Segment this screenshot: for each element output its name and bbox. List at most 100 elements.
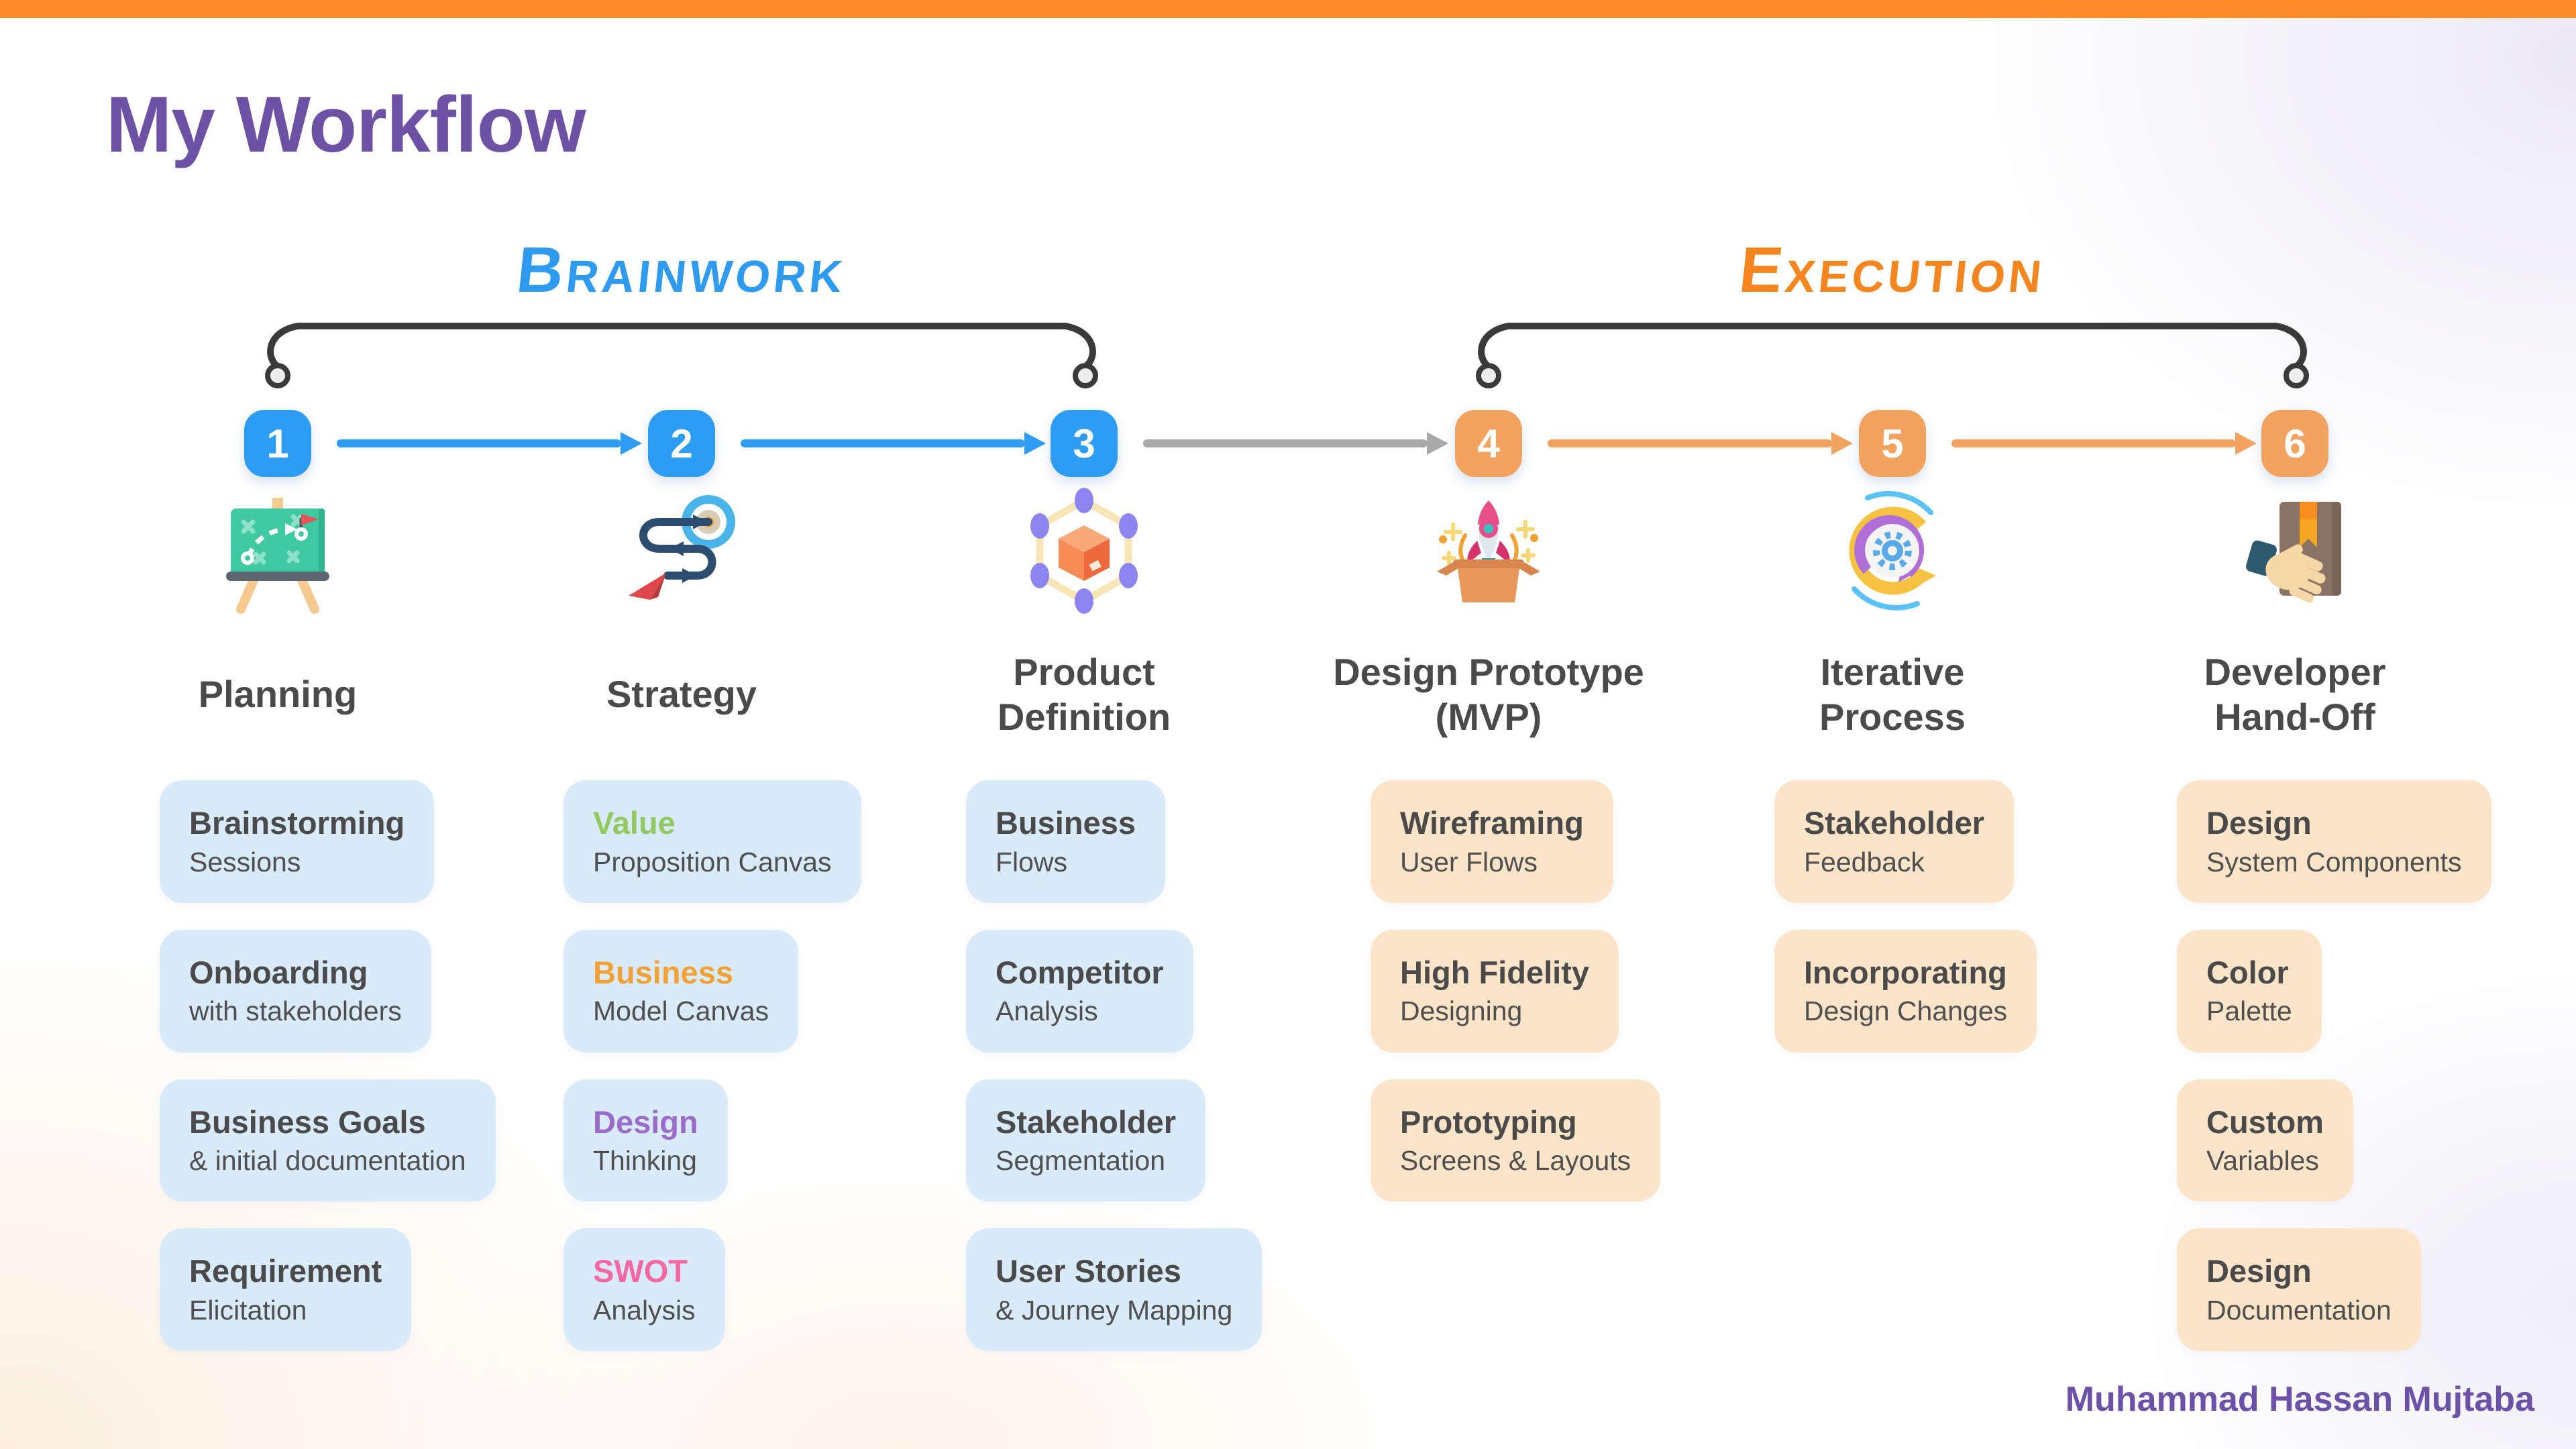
card-subtitle: Analysis bbox=[593, 1295, 696, 1326]
card-subtitle: Designing bbox=[1400, 996, 1523, 1027]
card-list: Stakeholder Feedback Incorporating Desig… bbox=[1774, 780, 2037, 1053]
card-subtitle: Segmentation bbox=[996, 1145, 1166, 1177]
card-subtitle: Analysis bbox=[996, 996, 1098, 1027]
card-title: High Fidelity bbox=[1400, 954, 1589, 990]
task-card: Design Documentation bbox=[2177, 1228, 2421, 1352]
card-subtitle: System Components bbox=[2206, 846, 2462, 877]
step-number-badge: 2 bbox=[648, 410, 715, 477]
card-subtitle: & initial documentation bbox=[189, 1145, 466, 1177]
step-title: Developer Hand-Off bbox=[2074, 637, 2516, 751]
card-subtitle: Thinking bbox=[593, 1145, 697, 1177]
author-signature: Muhammad Hassan Mujtaba bbox=[2065, 1380, 2534, 1419]
page-title: My Workflow bbox=[106, 80, 586, 169]
arrow-step4-step5 bbox=[1548, 432, 1853, 455]
mvp-rocket-icon bbox=[1425, 487, 1552, 614]
card-title: Business Goals bbox=[189, 1104, 426, 1140]
card-title: Competitor bbox=[996, 954, 1164, 990]
step-title-line: Strategy bbox=[606, 673, 757, 716]
step-number-badge: 3 bbox=[1051, 410, 1118, 477]
step-title-line: Product bbox=[1013, 650, 1155, 693]
card-title: Brainstorming bbox=[189, 805, 405, 841]
step-title: Product Definition bbox=[863, 637, 1305, 751]
card-title: Design bbox=[2206, 1253, 2312, 1289]
task-card: Design System Components bbox=[2177, 780, 2491, 903]
card-subtitle: Palette bbox=[2206, 996, 2292, 1027]
task-card: Stakeholder Segmentation bbox=[966, 1079, 1206, 1202]
card-title: Stakeholder bbox=[996, 1104, 1177, 1140]
card-subtitle: Elicitation bbox=[189, 1295, 307, 1326]
step-title-line: Planning bbox=[198, 673, 358, 716]
card-subtitle: Flows bbox=[996, 846, 1068, 877]
card-title: Design bbox=[2206, 805, 2312, 841]
card-subtitle: Screens & Layouts bbox=[1400, 1145, 1631, 1177]
step-title-line: Process bbox=[1819, 696, 1966, 738]
card-list: Business Flows Competitor Analysis Stake… bbox=[966, 780, 1263, 1352]
task-card: Incorporating Design Changes bbox=[1774, 929, 2037, 1053]
step-title-line: Iterative bbox=[1820, 650, 1965, 693]
card-list: Wireframing User Flows High Fidelity Des… bbox=[1371, 780, 1661, 1202]
card-subtitle: Proposition Canvas bbox=[593, 846, 832, 877]
card-title: Business bbox=[996, 805, 1136, 841]
task-card: User Stories & Journey Mapping bbox=[966, 1228, 1263, 1352]
card-subtitle: Sessions bbox=[189, 846, 301, 877]
card-title: Custom bbox=[2206, 1104, 2324, 1140]
step-number-badge: 5 bbox=[1859, 410, 1926, 477]
card-subtitle: Documentation bbox=[2206, 1295, 2392, 1326]
card-subtitle: with stakeholders bbox=[189, 996, 402, 1027]
card-subtitle: Variables bbox=[2206, 1145, 2319, 1177]
step-title-line: Definition bbox=[997, 696, 1171, 738]
product-network-icon bbox=[1020, 487, 1148, 614]
brainwork-bracket bbox=[265, 323, 1098, 388]
task-card: Custom Variables bbox=[2177, 1079, 2353, 1202]
card-title: User Stories bbox=[996, 1253, 1181, 1289]
task-card: Wireframing User Flows bbox=[1371, 780, 1613, 903]
top-accent-bar bbox=[0, 0, 2576, 18]
task-card: Stakeholder Feedback bbox=[1774, 780, 2015, 903]
card-title: Value bbox=[593, 805, 676, 841]
step-title: Iterative Process bbox=[1671, 637, 2114, 751]
step-number-badge: 4 bbox=[1455, 410, 1522, 477]
task-card: Value Proposition Canvas bbox=[564, 780, 861, 903]
task-card: Business Flows bbox=[966, 780, 1165, 903]
step-number-badge: 6 bbox=[2261, 410, 2328, 477]
strategy-target-icon bbox=[618, 487, 745, 614]
card-list: Design System Components Color Palette C… bbox=[2177, 780, 2491, 1352]
card-subtitle: & Journey Mapping bbox=[996, 1295, 1233, 1326]
card-list: Brainstorming Sessions Onboarding with s… bbox=[160, 780, 496, 1352]
step-number-badge: 1 bbox=[244, 410, 311, 477]
task-card: High Fidelity Designing bbox=[1371, 929, 1619, 1053]
package-handoff-icon bbox=[2231, 487, 2359, 614]
card-title: Onboarding bbox=[189, 954, 368, 990]
step-title-line: Developer bbox=[2204, 650, 2386, 693]
arrow-step3-step4 bbox=[1143, 432, 1448, 455]
card-title: Business bbox=[593, 954, 733, 990]
arrow-step2-step3 bbox=[741, 432, 1046, 455]
task-card: Onboarding with stakeholders bbox=[160, 929, 431, 1053]
card-subtitle: Feedback bbox=[1804, 846, 1925, 877]
arrow-step1-step2 bbox=[337, 432, 642, 455]
step-title-line: Design Prototype bbox=[1333, 650, 1644, 693]
task-card: Requirement Elicitation bbox=[160, 1228, 412, 1352]
card-list: Value Proposition Canvas Business Model … bbox=[564, 780, 861, 1352]
task-card: Color Palette bbox=[2177, 929, 2322, 1053]
card-title: Design bbox=[593, 1104, 698, 1140]
step-title: Strategy bbox=[460, 637, 903, 751]
arrow-step5-step6 bbox=[1951, 432, 2257, 455]
task-card: Competitor Analysis bbox=[966, 929, 1193, 1053]
task-card: Business Model Canvas bbox=[564, 929, 799, 1053]
step-title-line: Hand-Off bbox=[2214, 696, 2375, 738]
step-title: Planning bbox=[56, 637, 499, 751]
task-card: Design Thinking bbox=[564, 1079, 728, 1202]
task-card: Business Goals & initial documentation bbox=[160, 1079, 496, 1202]
step-title: Design Prototype (MVP) bbox=[1267, 637, 1710, 751]
phase-label-execution: Execution bbox=[1735, 234, 2049, 306]
phase-label-brainwork: Brainwork bbox=[513, 234, 850, 306]
iterative-loop-icon bbox=[1829, 487, 1956, 614]
card-subtitle: User Flows bbox=[1400, 846, 1538, 877]
task-card: Brainstorming Sessions bbox=[160, 780, 435, 903]
card-title: Color bbox=[2206, 954, 2289, 990]
card-title: Wireframing bbox=[1400, 805, 1584, 841]
task-card: Prototyping Screens & Layouts bbox=[1371, 1079, 1661, 1202]
step-title-line: (MVP) bbox=[1435, 696, 1542, 738]
